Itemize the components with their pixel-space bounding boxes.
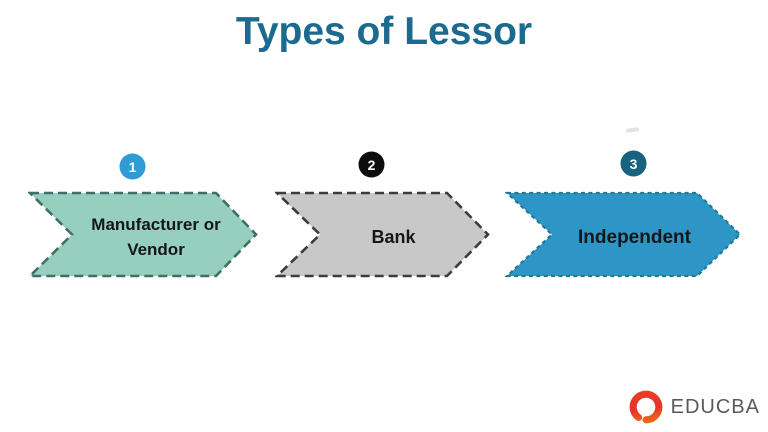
page-title: Types of Lessor <box>235 10 533 53</box>
step-number-badge: 3 <box>620 150 647 177</box>
step-bank: 2 Bank <box>275 151 490 278</box>
badge-circle <box>620 150 647 177</box>
step-label-text: Manufacturer or Vendor <box>91 214 221 259</box>
chevron-polygon <box>275 191 490 278</box>
chevron-arrow-shape <box>505 191 742 278</box>
step-independent: 3 Independent <box>505 150 742 278</box>
step-number-badge: 1 <box>119 153 146 180</box>
educba-swirl-play-icon <box>629 390 663 424</box>
badge-circle <box>358 151 385 178</box>
chevron-polygon <box>28 191 258 278</box>
brand-name: EDUCBA <box>670 395 760 418</box>
badge-number: 3 <box>630 156 638 172</box>
chevron-polygon <box>505 191 742 278</box>
chevron-arrow-shape <box>275 191 490 278</box>
step-label: Manufacturer or Vendor <box>28 191 258 278</box>
step-label: Independent <box>505 191 742 278</box>
badge-circle <box>119 153 146 180</box>
step-number-badge: 2 <box>358 151 385 178</box>
step-label-text: Bank <box>371 227 416 247</box>
step-label: Bank <box>275 191 490 278</box>
smudge-artifact <box>625 127 640 133</box>
brand-footer: EDUCBA <box>627 388 760 426</box>
badge-number: 1 <box>129 159 137 175</box>
step-label-text: Independent <box>578 226 691 248</box>
badge-number: 2 <box>368 157 376 173</box>
step-manufacturer-or-vendor: 1 Manufacturer or Vendor <box>28 153 258 278</box>
chevron-arrow-shape <box>28 191 258 278</box>
